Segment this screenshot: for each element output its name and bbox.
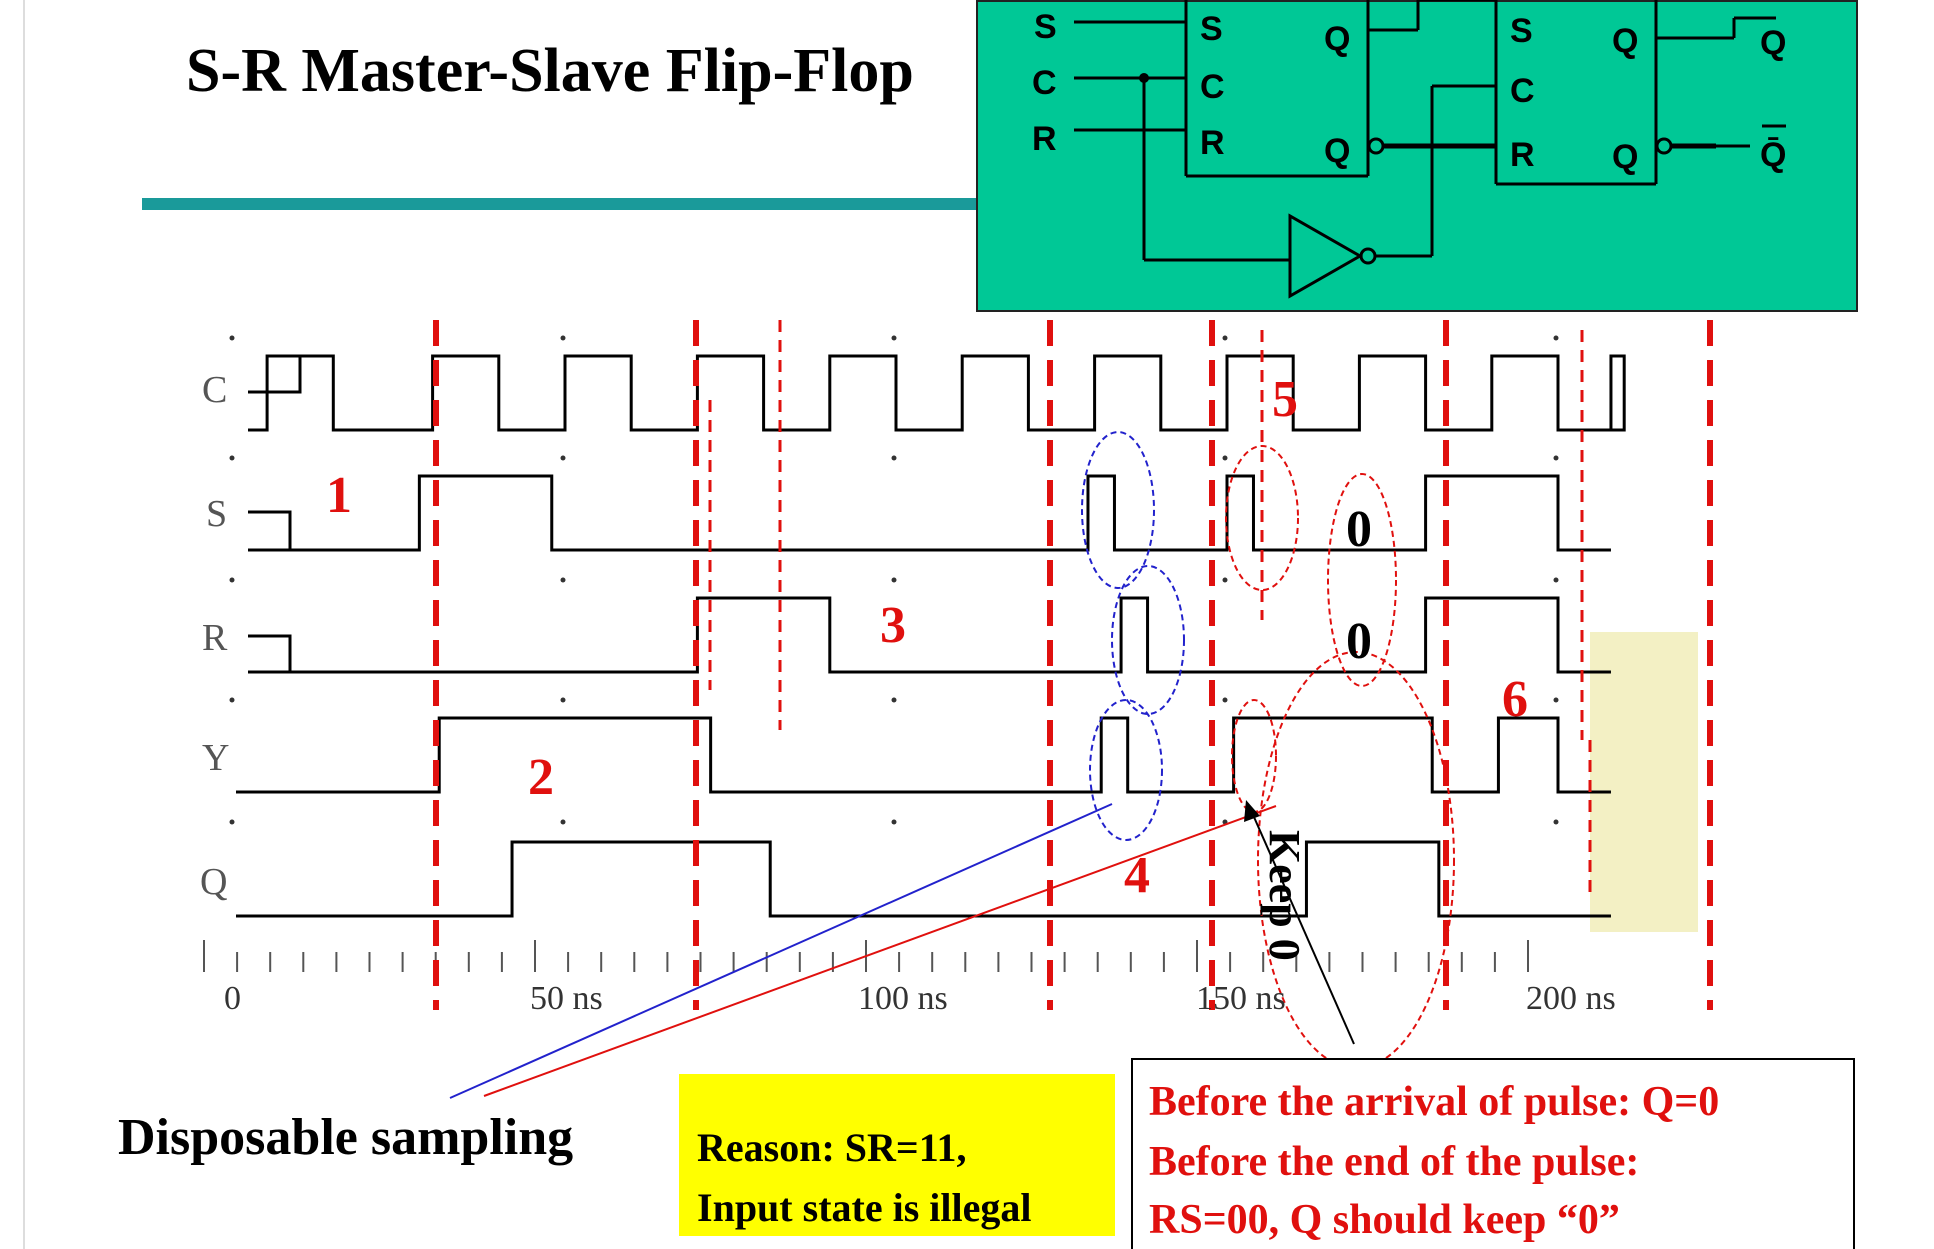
grid-dot	[560, 819, 566, 825]
grid-dot	[1222, 455, 1228, 461]
waveforms	[236, 354, 1626, 918]
slave-r-pin: R	[1510, 136, 1535, 174]
grid-dot	[891, 819, 897, 825]
disposable-sampling-caption: Disposable sampling	[118, 1109, 574, 1166]
red-ellipse-s	[1225, 445, 1299, 591]
sampling-lines	[433, 320, 1713, 1010]
grid-dot	[560, 455, 566, 461]
marker-5: 5	[1272, 371, 1298, 428]
waveform-r	[248, 596, 1611, 674]
grid-dot	[229, 335, 235, 341]
marker-1: 1	[326, 467, 352, 524]
grid-dot	[891, 577, 897, 583]
grid-dot	[891, 697, 897, 703]
slide-title: S-R Master-Slave Flip-Flop	[186, 37, 914, 105]
grid-dot	[560, 697, 566, 703]
grid-dot	[1553, 335, 1559, 341]
signal-label-s: S	[206, 493, 228, 535]
waveform-s	[248, 474, 1611, 552]
slave-q-pin: Q	[1612, 22, 1639, 60]
red-ellipse-keep	[1257, 651, 1455, 1069]
master-q-pin: Q	[1324, 20, 1351, 58]
r-lead	[248, 634, 292, 672]
master-c-pin: C	[1200, 68, 1225, 106]
input-r-label: R	[1032, 120, 1057, 158]
marker-4: 4	[1124, 847, 1150, 904]
grid-dot	[1553, 577, 1559, 583]
waveform-c	[248, 354, 1626, 432]
output-q-label: Q	[1760, 24, 1787, 62]
grid-dot	[229, 697, 235, 703]
signal-label-y: Y	[202, 737, 230, 779]
grid-dot	[229, 455, 235, 461]
grid-dot	[560, 577, 566, 583]
time-axis	[203, 940, 1529, 972]
pointer-lines	[449, 800, 1355, 1099]
grid-dot	[1222, 577, 1228, 583]
signal-label-q: Q	[200, 861, 228, 903]
note-line-1: Before the arrival of pulse: Q=0	[1149, 1079, 1720, 1125]
note-line-2: Before the end of the pulse:	[1149, 1139, 1640, 1185]
grid-dot	[891, 455, 897, 461]
signal-label-r: R	[202, 617, 228, 659]
tick-label-100: 100 ns	[858, 980, 948, 1017]
grid-dot	[229, 819, 235, 825]
signal-label-c: C	[202, 369, 228, 411]
grid-dot	[229, 577, 235, 583]
grid-dots	[229, 335, 1559, 825]
master-s-pin: S	[1200, 10, 1223, 48]
reason-line-2: Input state is illegal	[697, 1185, 1032, 1230]
marker-3: 3	[880, 597, 906, 654]
master-qbar-pin: Q	[1324, 132, 1351, 170]
slave-c-pin: C	[1510, 72, 1535, 110]
grid-dot	[1222, 697, 1228, 703]
tick-label-0: 0	[224, 980, 241, 1017]
blue-ellipse-s	[1081, 431, 1155, 589]
grid-dot	[560, 335, 566, 341]
red-ellipse-zeros	[1327, 473, 1397, 687]
highlight-region	[1590, 632, 1698, 932]
tick-label-50: 50 ns	[530, 980, 603, 1017]
blue-ellipse-r	[1111, 565, 1185, 715]
note-line-3: RS=00, Q should keep “0”	[1149, 1197, 1620, 1243]
blue-pointer	[449, 803, 1113, 1099]
clock-lead	[248, 356, 302, 394]
input-c-label: C	[1032, 64, 1057, 102]
blue-ellipse-y	[1089, 699, 1163, 841]
slave-s-pin: S	[1510, 12, 1533, 50]
grid-dot	[891, 335, 897, 341]
black-pointer	[1249, 807, 1355, 1045]
grid-dot	[1553, 819, 1559, 825]
title-rule	[142, 198, 982, 210]
grid-dot	[1553, 455, 1559, 461]
reason-line-1: Reason: SR=11,	[697, 1125, 967, 1170]
tick-label-150: 150 ns	[1196, 980, 1286, 1017]
waveform-y	[236, 716, 1611, 794]
annotation-ellipses	[1081, 431, 1455, 1069]
black-arrowhead	[1244, 800, 1260, 822]
circuit-wiring	[1074, 0, 1786, 299]
marker-2: 2	[528, 749, 554, 806]
slave-qbar-pin: Q	[1612, 138, 1639, 176]
tick-label-200: 200 ns	[1526, 980, 1616, 1017]
keep-zero-annotation: Keep 0	[1260, 830, 1309, 961]
output-qbar-label: Q̄	[1760, 136, 1787, 174]
note-box: Before the arrival of pulse: Q=0 Before …	[1131, 1058, 1855, 1249]
zero-s-annotation: 0	[1346, 501, 1372, 558]
grid-dot	[1222, 335, 1228, 341]
circuit-schematic: S C R S C R Q Q S C R Q Q Q Q̄	[976, 0, 1858, 312]
red-pointer	[483, 805, 1277, 1097]
zero-r-annotation: 0	[1346, 613, 1372, 670]
master-r-pin: R	[1200, 124, 1225, 162]
s-lead	[248, 510, 292, 550]
input-s-label: S	[1034, 8, 1057, 46]
grid-dot	[1553, 697, 1559, 703]
reason-box: Reason: SR=11, Input state is illegal	[679, 1074, 1115, 1236]
waveform-q	[236, 840, 1611, 918]
marker-6: 6	[1502, 671, 1528, 728]
